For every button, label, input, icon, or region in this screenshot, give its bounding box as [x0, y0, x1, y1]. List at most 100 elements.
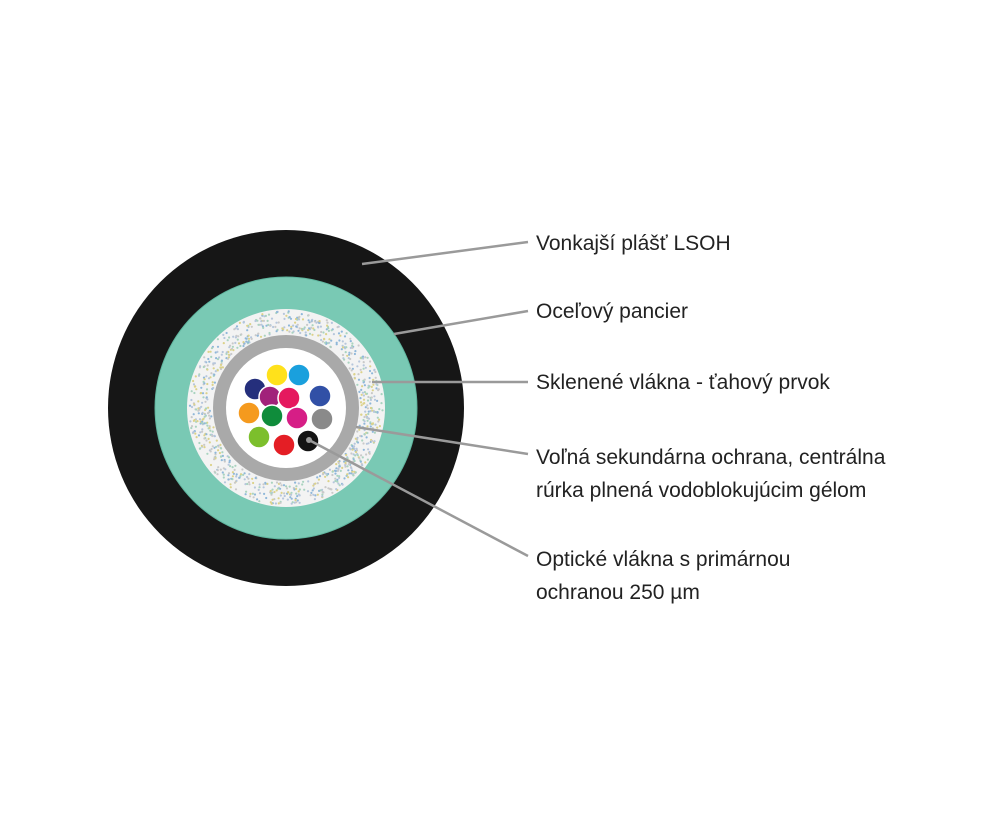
glass-yarn-dot [268, 331, 271, 335]
glass-yarn-dot [197, 400, 200, 403]
glass-yarn-dot [366, 458, 369, 461]
glass-yarn-dot [358, 457, 361, 460]
glass-yarn-dot [316, 476, 319, 479]
glass-yarn-dot [328, 468, 331, 471]
glass-yarn-dot [376, 416, 379, 419]
glass-yarn-dot [306, 490, 310, 493]
glass-yarn-dot [331, 473, 334, 477]
glass-yarn-dot [205, 439, 208, 442]
glass-yarn-dot [356, 365, 359, 368]
glass-yarn-dot [192, 413, 195, 416]
glass-yarn-dot [266, 482, 269, 485]
glass-yarn-dot [365, 453, 368, 456]
glass-yarn-dot [223, 460, 226, 463]
glass-yarn-dot [221, 454, 224, 457]
glass-yarn-dot [214, 453, 217, 456]
glass-yarn-dot [351, 470, 354, 473]
glass-yarn-dot [262, 326, 265, 329]
glass-yarn-dot [207, 377, 211, 380]
leader-line-tube [355, 425, 529, 456]
glass-yarn-dot [350, 369, 353, 372]
glass-yarn-dot [216, 350, 219, 353]
glass-yarn-dot [359, 397, 362, 400]
leader-line-armor [393, 309, 529, 336]
label-steel-armor: Oceľový pancier [536, 300, 689, 323]
glass-yarn-dot [318, 320, 321, 323]
optical-fiber-magenta [285, 406, 309, 430]
glass-yarn-dot [370, 396, 373, 399]
glass-yarn-dot [367, 442, 370, 445]
glass-yarn-dot [287, 310, 290, 313]
glass-yarn-dot [318, 475, 322, 478]
glass-yarn-dot [371, 430, 374, 433]
label-optical-fibers-line-1: Optické vlákna s primárnou [536, 548, 791, 571]
glass-yarn-dot [269, 324, 272, 327]
glass-yarn-dot [307, 319, 310, 322]
glass-yarn-dot [363, 420, 366, 423]
glass-yarn-dot [338, 475, 341, 478]
glass-yarn-dot [370, 439, 374, 442]
glass-yarn-dot [368, 385, 371, 388]
glass-yarn-dot [314, 482, 317, 485]
glass-yarn-dot [265, 496, 268, 500]
glass-yarn-dot [348, 463, 351, 466]
glass-yarn-dot [231, 475, 234, 478]
glass-yarn-dot [369, 402, 372, 405]
glass-yarn-dot [197, 374, 201, 377]
glass-yarn-dot [312, 487, 315, 490]
glass-yarn-dot [283, 326, 286, 329]
glass-yarn-dot [209, 450, 212, 453]
glass-yarn-dot [236, 338, 239, 341]
glass-yarn-dot [245, 490, 248, 493]
glass-yarn-dot [217, 466, 220, 469]
glass-yarn-dot [354, 454, 357, 457]
glass-yarn-dot [335, 463, 338, 466]
optical-fiber-blue [308, 384, 332, 408]
glass-yarn-dot [338, 339, 341, 342]
glass-yarn-dot [369, 360, 372, 363]
glass-yarn-dot [243, 478, 246, 481]
glass-yarn-dot [272, 325, 275, 329]
glass-yarn-dot [210, 372, 213, 375]
glass-yarn-dot [310, 326, 313, 329]
glass-yarn-dot [307, 329, 310, 332]
glass-yarn-dot [243, 472, 246, 475]
glass-yarn-dot [367, 412, 370, 416]
glass-yarn-dot [362, 379, 365, 382]
glass-yarn-dot [307, 314, 310, 317]
glass-yarn-dot [203, 382, 206, 385]
glass-yarn-dot [313, 328, 316, 332]
glass-yarn-dot [362, 442, 365, 445]
glass-yarn-dot [364, 410, 367, 413]
glass-yarn-dot [372, 383, 375, 386]
glass-yarn-dot [244, 483, 247, 486]
glass-yarn-dot [366, 356, 369, 359]
glass-yarn-dot [238, 321, 241, 324]
glass-yarn-dot [288, 330, 291, 333]
glass-yarn-dot [321, 495, 324, 498]
glass-yarn-dot [344, 351, 347, 354]
glass-yarn-dot [322, 491, 325, 494]
glass-yarn-dot [315, 321, 318, 324]
glass-yarn-dot [238, 476, 241, 479]
glass-yarn-dot [275, 330, 278, 333]
glass-yarn-dot [192, 430, 195, 433]
glass-yarn-dot [359, 460, 362, 463]
glass-yarn-dot [348, 472, 351, 475]
glass-yarn-dot [355, 447, 358, 450]
glass-yarn-dot [193, 385, 196, 388]
glass-yarn-dot [270, 502, 273, 505]
glass-yarn-dot [360, 404, 363, 407]
glass-yarn-dot [367, 395, 370, 399]
glass-yarn-dot [267, 323, 270, 326]
glass-yarn-dot [365, 436, 368, 439]
glass-yarn-dot [259, 317, 262, 320]
glass-yarn-dot [207, 437, 210, 440]
glass-yarn-dot [365, 415, 369, 418]
glass-yarn-dot [208, 426, 211, 430]
glass-yarn-dot [200, 444, 203, 447]
glass-yarn-dot [227, 456, 231, 459]
glass-yarn-dot [200, 405, 203, 408]
glass-yarn-dot [207, 406, 210, 409]
label-outer-jacket: Vonkajší plášť LSOH [536, 232, 731, 255]
